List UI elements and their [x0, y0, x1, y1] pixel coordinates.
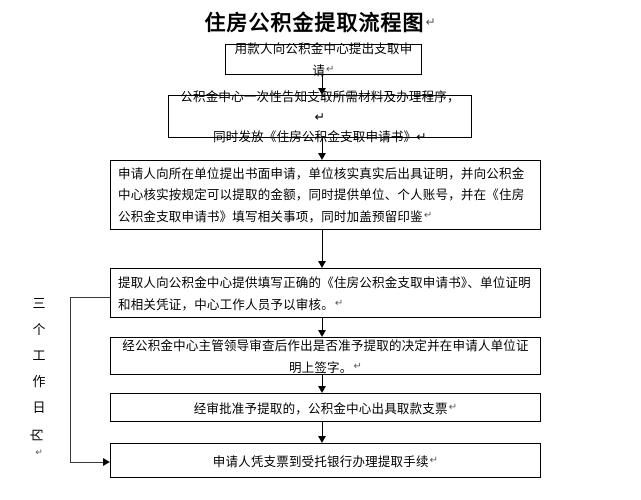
flow-node-7-text: 申请人凭支票到受托银行办理提取手续↵ — [212, 453, 439, 469]
flow-node-6-text: 经审批准予提取的，公积金中心出具取款支票↵ — [193, 400, 458, 416]
connector-2-3-arrow — [318, 153, 326, 160]
flow-node-7[interactable]: 申请人凭支票到受托银行办理提取手续↵ — [110, 443, 541, 478]
flow-node-5-text: 经公积金中心主管领导审查后作出是否准予提取的决定并在申请人单位证明上签字。↵ — [122, 337, 529, 375]
flow-node-4[interactable]: 提取人向公积金中心提供填写正确的《住房公积金支取申请书》、单位证明和相关凭证，中… — [110, 268, 541, 318]
connector-1-2-line — [322, 75, 323, 88]
flow-node-4-text: 提取人向公积金中心提供填写正确的《住房公积金支取申请书》、单位证明和相关凭证，中… — [118, 274, 531, 312]
side-label-char-2: 工 — [32, 349, 46, 364]
loop-connector-bottom — [70, 462, 103, 463]
side-label-mark: ↵ — [35, 448, 43, 458]
connector-6-7-arrow — [318, 436, 326, 443]
connector-4-5-arrow — [318, 330, 326, 337]
flow-node-3-text: 申请人向所在单位提出书面申请，单位核实真实后出具证明，并向公积金中心核实按规定可… — [118, 166, 525, 224]
flow-node-2-line-1: 公积金中心一次性告知支取所需材料及办理程序，↵ — [180, 88, 460, 124]
connector-2-3-line — [322, 138, 323, 153]
flow-node-5[interactable]: 经公积金中心主管领导审查后作出是否准予提取的决定并在申请人单位证明上签字。↵ — [110, 337, 541, 375]
side-label-char-0: 三 — [32, 297, 46, 312]
flow-node-6[interactable]: 经审批准予提取的，公积金中心出具取款支票↵ — [110, 393, 541, 422]
connector-6-7-line — [322, 422, 323, 436]
connector-1-2-arrow — [318, 88, 326, 95]
flow-node-2[interactable]: 公积金中心一次性告知支取所需材料及办理程序，↵ 同时发放《住房公积金支取申请书》… — [168, 89, 472, 144]
side-label-char-rotated: 内 — [30, 428, 46, 442]
side-label-char-1: 个 — [32, 323, 46, 338]
flow-node-1[interactable]: 用款人向公积金中心提出支取申请↵ — [225, 41, 422, 78]
loop-connector-vertical — [70, 297, 71, 462]
side-duration-label: 三 个 工 作 日 内 ↵ — [26, 292, 52, 458]
flow-node-1-text: 用款人向公积金中心提出支取申请↵ — [234, 41, 413, 78]
page-title-text: 住房公积金提取流程图 — [204, 11, 425, 35]
loop-connector-top — [70, 297, 110, 298]
flow-node-2-text: 公积金中心一次性告知支取所需材料及办理程序，↵ 同时发放《住房公积金支取申请书》… — [169, 87, 471, 147]
connector-4-5-line — [322, 318, 323, 330]
side-label-char-4: 日 — [32, 401, 46, 416]
connector-3-4-line — [322, 230, 323, 261]
loop-connector-arrow — [103, 457, 110, 466]
side-label-char-3: 作 — [32, 375, 46, 390]
connector-5-6-line — [322, 375, 323, 386]
page-title: 住房公积金提取流程图↵ — [0, 8, 641, 37]
page-title-mark: ↵ — [425, 15, 437, 29]
flow-node-3[interactable]: 申请人向所在单位提出书面申请，单位核实真实后出具证明，并向公积金中心核实按规定可… — [110, 160, 541, 230]
connector-5-6-arrow — [318, 386, 326, 393]
flow-node-2-line-2: 同时发放《住房公积金支取申请书》↵ — [213, 128, 427, 144]
connector-3-4-arrow — [318, 261, 326, 268]
